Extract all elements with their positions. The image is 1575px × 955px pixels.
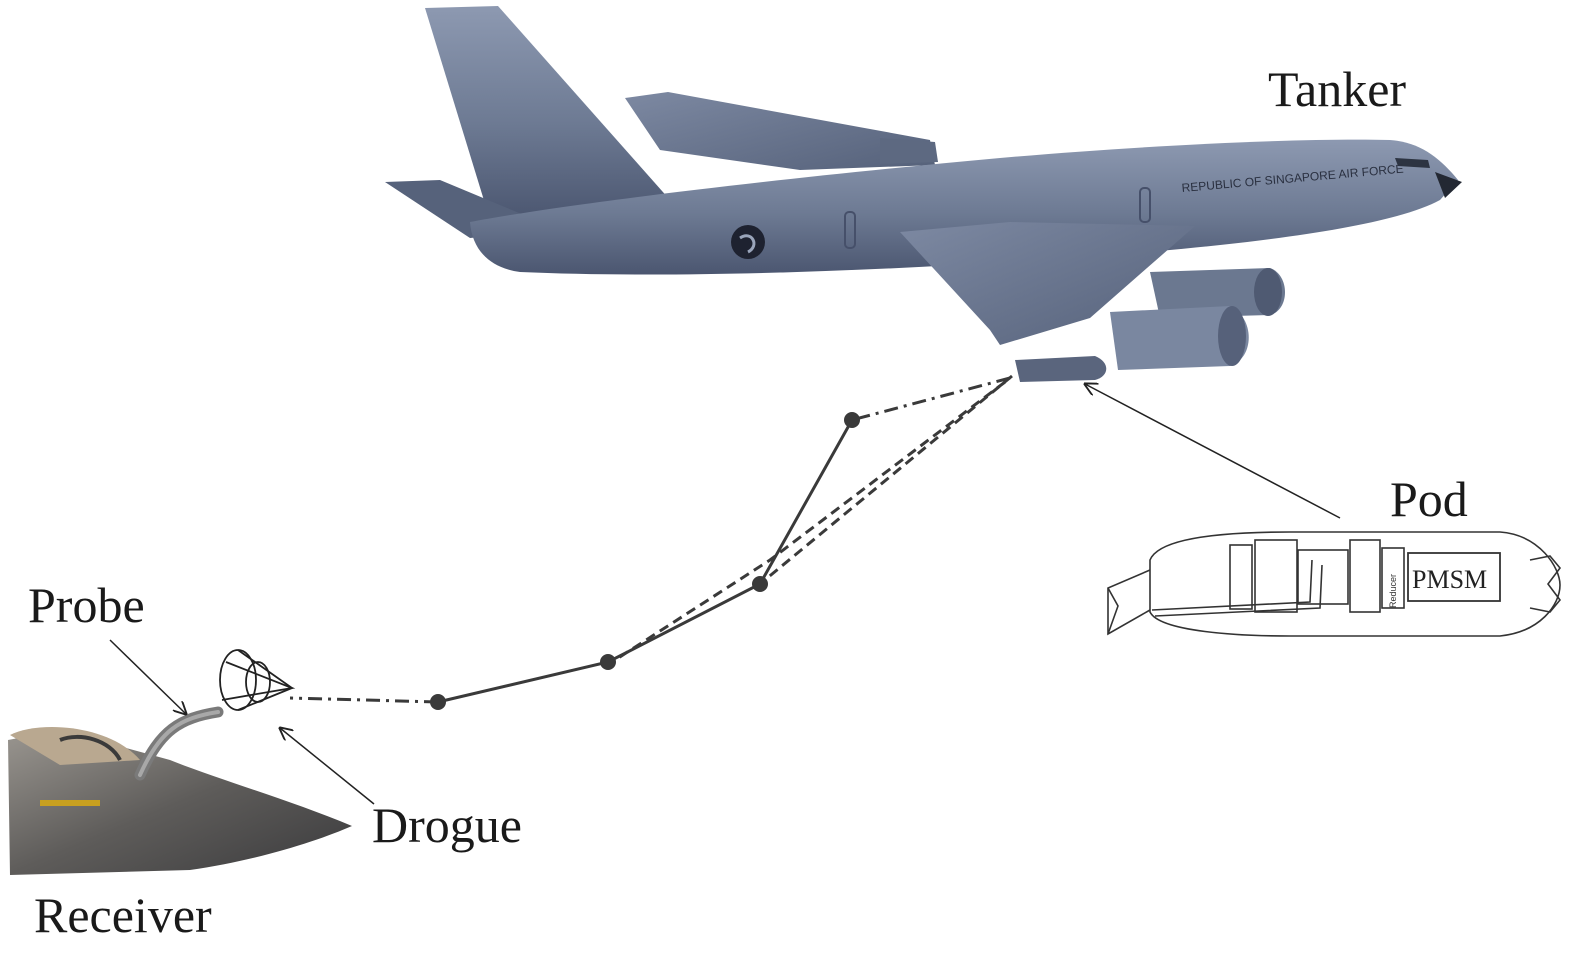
tanker-aircraft: REPUBLIC OF SINGAPORE AIR FORCE: [385, 6, 1462, 382]
drogue-shape: [219, 649, 296, 711]
pod-tail: [1107, 569, 1151, 636]
hose-node-4: [430, 694, 446, 710]
pod-motor-label: PMSM: [1412, 565, 1487, 594]
pod-arrow: [1085, 384, 1341, 519]
hose-node-2: [752, 576, 768, 592]
pod-reducer-label: Reducer: [1388, 574, 1398, 608]
receiver-nose: [8, 730, 352, 875]
receiver-aircraft: [8, 706, 352, 875]
hose-dashed-a: [759, 374, 1013, 586]
tanker-fuselage: [470, 139, 1458, 275]
drogue-arrow: [280, 728, 375, 805]
hose-node-3: [600, 654, 616, 670]
pod-pmsm-box: [1407, 552, 1501, 602]
hose-nodes: [430, 412, 860, 710]
hose-dashdot-lower: [289, 696, 439, 704]
probe-arrow: [109, 639, 186, 714]
hose-dashdot-upper: [851, 376, 1011, 422]
hose-model: [289, 374, 1013, 704]
tanker-label: Tanker: [1268, 61, 1407, 117]
tanker-far-wing: [625, 92, 935, 170]
receiver-label: Receiver: [34, 887, 212, 943]
pod-impeller: [1529, 555, 1562, 613]
tanker-near-wing: [900, 222, 1195, 345]
tanker-engines: [1110, 268, 1285, 370]
pod-label: Pod: [1390, 471, 1468, 527]
pod-detail: PMSM Reducer: [1107, 531, 1562, 637]
tanker-wing-pod: [1015, 356, 1107, 382]
pod-outline: [1149, 531, 1561, 637]
hose-dashed-b: [611, 380, 1006, 664]
tanker-vertical-tail: [425, 6, 670, 220]
tanker-roundel: [731, 225, 765, 259]
hose-solid: [437, 419, 854, 704]
probe-label: Probe: [28, 577, 145, 633]
hose-node-1: [844, 412, 860, 428]
leader-arrows: [109, 384, 1341, 805]
drogue-label: Drogue: [372, 797, 522, 853]
